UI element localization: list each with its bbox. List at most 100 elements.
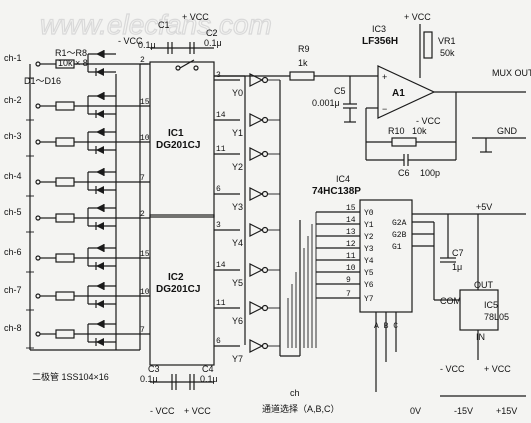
ic3-part: LF356H [362,36,398,47]
c1-label: C1 [158,20,170,30]
channel-resistor-2 [55,101,75,111]
diode-part-label: 二极管 1SS104×16 [32,371,109,382]
vr1-value: 50k [440,48,455,58]
vcc-minus-bottom: - VCC [150,406,175,416]
ic1-label: IC1 [168,128,184,139]
inverter-bubble-8 [261,342,269,350]
inverter-bubble-2 [261,116,269,124]
r10-resistor [391,137,417,147]
plus15-label: +15V [496,406,517,416]
c2-label: C2 [206,28,218,38]
r9-resistor [289,71,315,81]
mux-pin-5: 2 [140,210,145,219]
c1-value: 0.1μ [138,40,156,50]
switch-ctl-pin-7: 11 [216,299,226,308]
mux-pin-1: 2 [140,56,145,65]
ic2-box [149,214,215,366]
ov-label: 0V [410,406,421,416]
inverter-1 [249,73,264,87]
r10-label: R10 [388,126,405,136]
plus5-label: +5V [476,202,492,212]
vcc-minus-top: - VCC [118,36,143,46]
switch-ctl-pin-2: 14 [216,111,226,120]
opamp-a1 [377,65,436,119]
inverter-label-3: Y2 [232,162,243,172]
decoder-output-2: Y1 [364,221,374,230]
r-array-label: R1～R8 [55,48,87,58]
decoder-pin-6: 10 [346,264,356,273]
vr1-potentiometer [423,31,433,59]
inverter-bubble-3 [261,150,269,158]
vcc-plus-bottom: + VCC [184,406,211,416]
inverter-label-1: Y0 [232,88,243,98]
in-label: IN [476,332,485,342]
channel-terminal-7 [35,293,41,299]
channel-terminal-4 [35,179,41,185]
c2-value: 0.1μ [204,38,222,48]
ic3-label: IC3 [372,24,386,34]
c4-label: C4 [202,364,214,374]
decoder-pin-3: 13 [346,228,356,237]
decoder-pin-4: 12 [346,240,356,249]
watermark: www.elecfans.com [40,9,272,40]
vcc-minus-br: - VCC [440,364,465,374]
channel-resistor-3 [55,137,75,147]
inverter-label-7: Y6 [232,316,243,326]
vcc-plus-ic3: + VCC [404,12,431,22]
opamp-plus: + [382,72,387,82]
mux-pin-2: 15 [140,98,150,107]
switch-contact-b [193,65,199,71]
inverter-label-2: Y1 [232,128,243,138]
c5-value: 0.001μ [312,98,340,108]
inverter-3 [249,147,264,161]
channel-terminal-5 [35,215,41,221]
channel-label-4: ch-4 [4,171,22,181]
mux-pin-8: 7 [140,326,145,335]
switch-ctl-pin-4: 6 [216,185,221,194]
switch-ctl-pin-5: 3 [216,221,221,230]
decoder-pin-1: 15 [346,204,356,213]
r-array-value: 10k × 8 [58,58,88,68]
decoder-output-6: Y5 [364,269,374,278]
decoder-output-4: Y3 [364,245,374,254]
inverter-7 [249,301,264,315]
channel-resistor-7 [55,291,75,301]
mux-out-label: MUX OUT [492,68,531,78]
enable-label-1: G2A [392,219,407,228]
inverter-bubble-7 [261,304,269,312]
vcc-plus-br: + VCC [484,364,511,374]
enable-label-2: G2B [392,231,407,240]
ch-small-label: ch [290,388,300,398]
inverter-bubble-4 [261,190,269,198]
channel-resistor-6 [55,253,75,263]
decoder-output-3: Y2 [364,233,374,242]
opamp-minus: − [382,104,387,114]
switch-ctl-pin-8: 6 [216,337,221,346]
ic5-box [459,289,499,331]
inverter-2 [249,113,264,127]
gnd-label: GND [497,126,518,136]
r9-value: 1k [298,58,308,68]
ic4-label: IC4 [336,174,350,184]
channel-resistor-8 [55,329,75,339]
switch-ctl-pin-3: 11 [216,145,226,154]
inverter-8 [249,339,264,353]
mux-pin-4: 7 [140,174,145,183]
channel-resistor-4 [55,177,75,187]
channel-label-2: ch-2 [4,95,22,105]
channel-terminal-3 [35,139,41,145]
ic2-part: DG201CJ [156,284,200,295]
c3-label: C3 [148,364,160,374]
inverter-label-4: Y3 [232,202,243,212]
c7-value: 1μ [452,262,462,272]
bottom-caption: 通道选择（A,B,C） [262,403,340,414]
mux-pin-3: 10 [140,134,150,143]
switch-ctl-pin-6: 14 [216,261,226,270]
minus15-label: -15V [454,406,473,416]
amp-label: A1 [392,88,405,99]
